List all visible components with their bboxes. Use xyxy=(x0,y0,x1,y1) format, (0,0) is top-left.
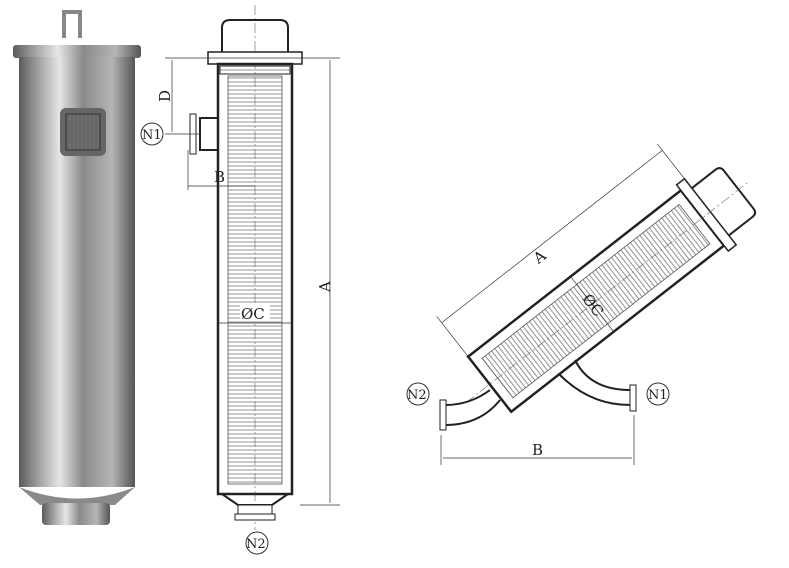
angled-label-b: B xyxy=(532,441,543,459)
label-n2: N2 xyxy=(246,537,266,552)
render-outlet xyxy=(42,503,110,525)
label-a: A xyxy=(316,281,334,293)
angled-label-n2: N2 xyxy=(407,388,427,403)
label-c: ØC xyxy=(241,305,265,323)
angled-outlet-pipe xyxy=(444,389,501,426)
angled-label-a: A xyxy=(529,246,550,268)
handle xyxy=(221,19,289,52)
angled-drawing: B A ØC N2 N1 xyxy=(406,143,757,465)
angled-label-n1: N1 xyxy=(648,388,668,403)
label-n1: N1 xyxy=(142,128,162,143)
outlet-flange xyxy=(234,513,276,521)
angled-inlet-pipe xyxy=(559,359,631,406)
straight-drawing: D B A ØC N1 N2 xyxy=(140,5,340,555)
filter-element xyxy=(227,75,283,485)
housing-render xyxy=(13,10,141,525)
housing-body xyxy=(216,62,294,496)
label-d: D xyxy=(156,90,174,102)
inlet-pipe xyxy=(199,117,218,151)
render-lid xyxy=(13,45,141,58)
render-handle xyxy=(62,10,82,38)
label-b: B xyxy=(214,168,225,186)
